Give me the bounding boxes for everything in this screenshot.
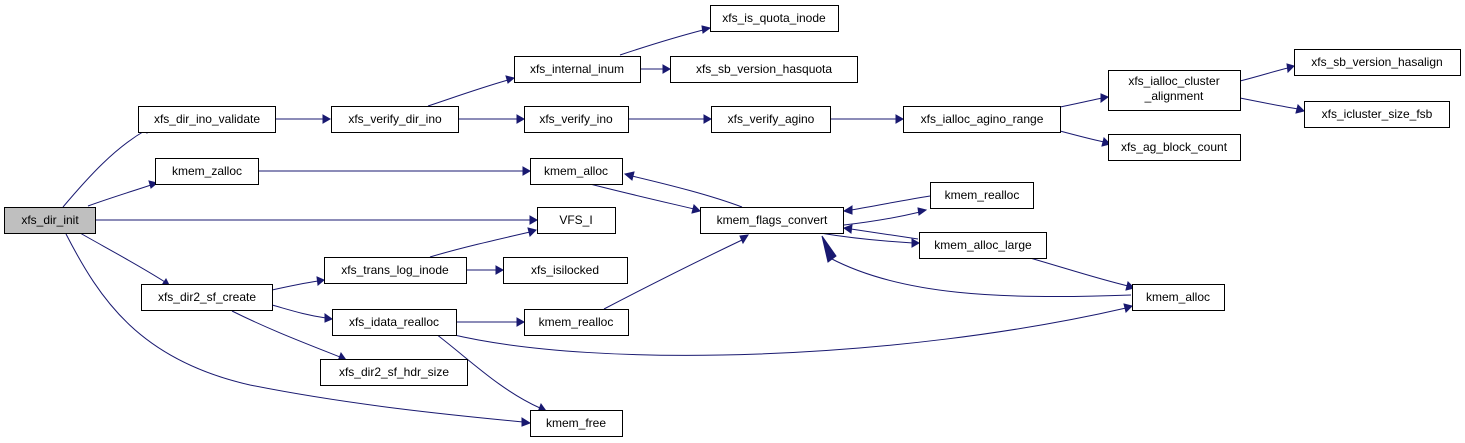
node-label: kmem_realloc: [945, 188, 1020, 202]
edge-kmem_zalloc-kmem_alloc: [258, 166, 532, 176]
node-label: xfs_dir2_sf_create: [158, 290, 256, 304]
node-label: xfs_sb_version_hasalign: [1311, 55, 1442, 69]
node-label: kmem_flags_convert: [717, 213, 828, 227]
node-label: kmem_zalloc: [172, 164, 242, 178]
edge-xfs_trans_log_inode-xfs_isilocked: [466, 265, 505, 275]
node-label: xfs_verify_agino: [728, 112, 815, 126]
node-xfs-icluster-size-fsb[interactable]: xfs_icluster_size_fsb: [1304, 101, 1450, 128]
edge-xfs_verify_dir_ino-xfs_verify_ino: [458, 114, 526, 124]
edge-xfs_dir2_sf_create-xfs_trans_log_inode: [271, 276, 325, 291]
node-label: kmem_free: [546, 416, 606, 430]
node-xfs-sb-version-hasquota[interactable]: xfs_sb_version_hasquota: [670, 56, 858, 83]
node-label: xfs_sb_version_hasquota: [696, 62, 832, 76]
node-kmem-alloc-large[interactable]: kmem_alloc_large: [919, 232, 1047, 259]
edge-xfs_ialloc_agino_range-xfs_ialloc_cluster_alignment: [1059, 93, 1110, 108]
edge-xfs_ialloc_agino_range-xfs_ag_block_count: [1059, 130, 1111, 147]
node-xfs-ialloc-cluster-alignment[interactable]: xfs_ialloc_cluster _alignment: [1108, 70, 1241, 111]
node-kmem-free[interactable]: kmem_free: [530, 410, 623, 437]
edge-xfs_ialloc_cluster_alignment-xfs_icluster_size_fsb: [1239, 97, 1305, 114]
node-label: xfs_ag_block_count: [1121, 140, 1228, 154]
node-xfs-dir-ino-validate[interactable]: xfs_dir_ino_validate: [138, 106, 276, 133]
edge-xfs_verify_ino-xfs_verify_agino: [628, 114, 713, 124]
edge-xfs_verify_agino-xfs_ialloc_agino_range: [830, 114, 905, 124]
edge-xfs_dir_ino_validate-xfs_verify_dir_ino: [276, 114, 332, 124]
node-label-line2: _alignment: [1144, 89, 1204, 103]
node-label-line1: xfs_ialloc_cluster: [1128, 74, 1219, 88]
edge-kmem_alloc_right-kmem_flags_convert: [821, 235, 1132, 298]
edge-kmem_alloc_large-kmem_alloc_right: [1029, 257, 1135, 291]
node-label: xfs_is_quota_inode: [722, 11, 826, 25]
node-label: xfs_dir2_sf_hdr_size: [339, 365, 449, 379]
node-xfs-isilocked[interactable]: xfs_isilocked: [503, 257, 628, 284]
edge-kmem_alloc_large-kmem_flags_convert: [842, 224, 919, 240]
node-label: kmem_alloc: [1146, 290, 1210, 304]
node-label: xfs_dir_init: [21, 213, 79, 227]
edge-xfs_dir_init-xfs_dir2_sf_create: [79, 232, 171, 288]
edge-xfs_dir_init-kmem_zalloc: [87, 180, 159, 207]
node-xfs-verify-agino[interactable]: xfs_verify_agino: [711, 106, 831, 133]
edge-xfs_dir2_sf_create-xfs_idata_realloc: [271, 304, 334, 323]
node-xfs-idata-realloc[interactable]: xfs_idata_realloc: [332, 309, 457, 336]
node-label: kmem_alloc_large: [934, 238, 1032, 252]
node-xfs-ialloc-agino-range[interactable]: xfs_ialloc_agino_range: [903, 106, 1061, 133]
node-kmem-zalloc[interactable]: kmem_zalloc: [155, 158, 259, 185]
node-kmem-flags-convert[interactable]: kmem_flags_convert: [700, 207, 844, 234]
node-xfs-dir-init[interactable]: xfs_dir_init: [4, 207, 96, 234]
node-xfs-dir2-sf-create[interactable]: xfs_dir2_sf_create: [141, 284, 273, 311]
node-kmem-realloc-mid[interactable]: kmem_realloc: [524, 309, 629, 336]
edge-kmem_alloc-kmem_flags_convert: [589, 183, 701, 214]
node-label: xfs_verify_ino: [539, 112, 613, 126]
edge-kmem_flags_convert-kmem_alloc_large: [819, 232, 921, 248]
node-label: kmem_realloc: [539, 315, 614, 329]
edge-xfs_idata_realloc-kmem_realloc_mid: [456, 317, 526, 327]
node-vfs-i[interactable]: VFS_I: [537, 207, 616, 234]
edge-kmem_flags_convert-kmem_realloc_right: [843, 207, 928, 226]
node-xfs-trans-log-inode[interactable]: xfs_trans_log_inode: [324, 257, 467, 284]
node-label: xfs_verify_dir_ino: [348, 112, 442, 126]
edge-xfs_trans_log_inode-VFS_I: [429, 227, 537, 258]
edge-xfs_idata_realloc-kmem_alloc_right: [449, 303, 1133, 356]
edge-xfs_ialloc_cluster_alignment-xfs_sb_version_hasalign: [1239, 63, 1295, 82]
node-kmem-realloc-right[interactable]: kmem_realloc: [930, 182, 1034, 209]
node-xfs-verify-dir-ino[interactable]: xfs_verify_dir_ino: [331, 106, 459, 133]
edge-kmem_realloc_right-kmem_flags_convert: [842, 195, 931, 215]
node-xfs-ag-block-count[interactable]: xfs_ag_block_count: [1108, 134, 1241, 161]
node-xfs-verify-ino[interactable]: xfs_verify_ino: [524, 106, 629, 133]
edge-xfs_internal_inum-xfs_sb_version_hasquota: [640, 64, 672, 74]
node-label: VFS_I: [559, 213, 592, 227]
node-xfs-internal-inum[interactable]: xfs_internal_inum: [514, 56, 641, 83]
node-label: kmem_alloc: [544, 164, 608, 178]
node-label: xfs_dir_ino_validate: [154, 112, 260, 126]
edge-kmem_flags_convert-kmem_alloc: [623, 171, 743, 208]
edge-xfs_dir_init-VFS_I: [96, 215, 539, 225]
node-kmem-alloc-top[interactable]: kmem_alloc: [530, 158, 623, 185]
node-label: xfs_icluster_size_fsb: [1322, 107, 1433, 121]
edge-xfs_dir_init-xfs_dir_ino_validate: [62, 125, 153, 208]
edge-kmem_realloc_mid-kmem_flags_convert: [603, 234, 749, 310]
node-label: xfs_trans_log_inode: [341, 263, 449, 277]
edge-xfs_internal_inum-xfs_is_quota_inode: [619, 25, 712, 56]
node-label: xfs_idata_realloc: [349, 315, 439, 329]
node-label: xfs_internal_inum: [530, 62, 624, 76]
node-xfs-sb-version-hasalign[interactable]: xfs_sb_version_hasalign: [1294, 49, 1461, 76]
node-kmem-alloc-right[interactable]: kmem_alloc: [1132, 284, 1225, 311]
edge-xfs_dir_init-kmem_free: [65, 233, 532, 427]
node-label: xfs_ialloc_agino_range: [921, 112, 1044, 126]
node-xfs-dir2-sf-hdr-size[interactable]: xfs_dir2_sf_hdr_size: [320, 359, 468, 386]
node-label: xfs_isilocked: [531, 263, 599, 277]
edge-xfs_verify_dir_ino-xfs_internal_inum: [427, 75, 516, 107]
node-xfs-is-quota-inode[interactable]: xfs_is_quota_inode: [710, 5, 839, 32]
